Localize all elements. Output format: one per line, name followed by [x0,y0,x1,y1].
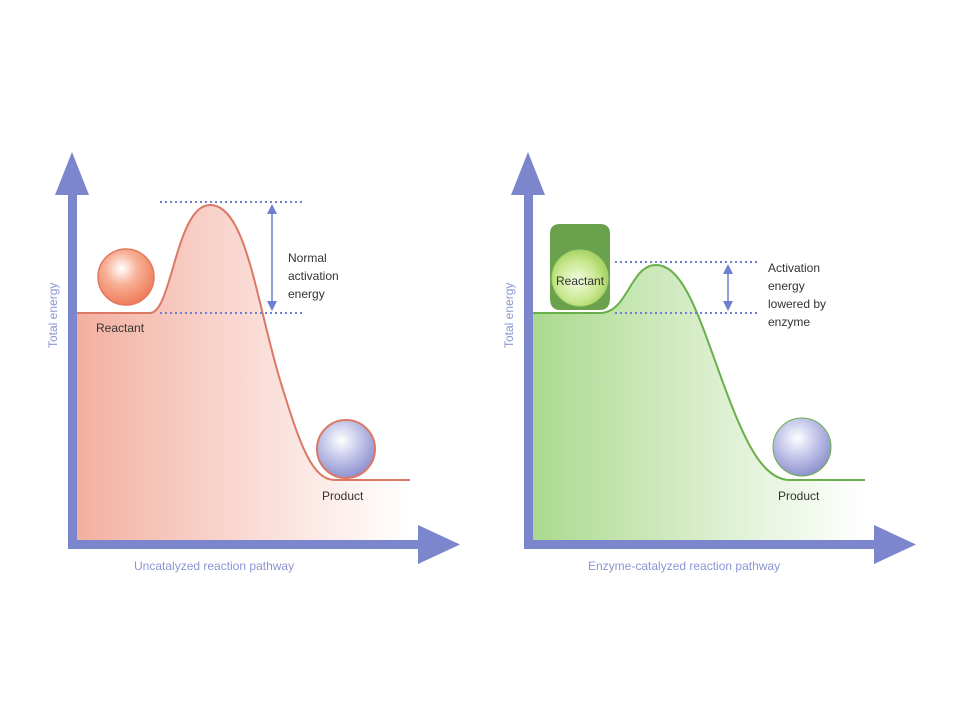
reactant-ball [97,248,155,306]
lowered-activation-energy-arrow [723,264,733,311]
enzyme-catalyzed-panel: Reactant Product Activation energy lower… [502,152,916,573]
annotation-line-4: enzyme [768,315,810,329]
product-ball [772,417,832,477]
product-label: Product [778,489,820,503]
product-ball [316,419,376,479]
annotation-line-3: lowered by [768,297,826,311]
uncatalyzed-energy-curve [72,203,410,481]
annotation-line-3: energy [288,287,325,301]
annotation-line-2: activation [288,269,339,283]
uncatalyzed-axes [55,152,460,564]
catalyzed-axes [511,152,916,564]
reactant-label: Reactant [556,274,605,288]
y-axis-label: Total energy [502,283,516,348]
x-axis-label: Uncatalyzed reaction pathway [134,559,294,573]
annotation-line-1: Activation [768,261,820,275]
annotation-line-2: energy [768,279,805,293]
activation-energy-arrow [267,204,277,311]
reactant-label: Reactant [96,321,145,335]
uncatalyzed-energy-area [72,205,410,548]
annotation-line-1: Normal [288,251,327,265]
reactant-ball [551,249,609,307]
uncatalyzed-panel: Reactant Product Normal activation energ… [46,152,460,573]
y-axis-label: Total energy [46,283,60,348]
catalyzed-energy-curve [528,263,865,481]
catalyzed-energy-area [528,265,865,548]
x-axis-label: Enzyme-catalyzed reaction pathway [588,559,780,573]
product-label: Product [322,489,364,503]
